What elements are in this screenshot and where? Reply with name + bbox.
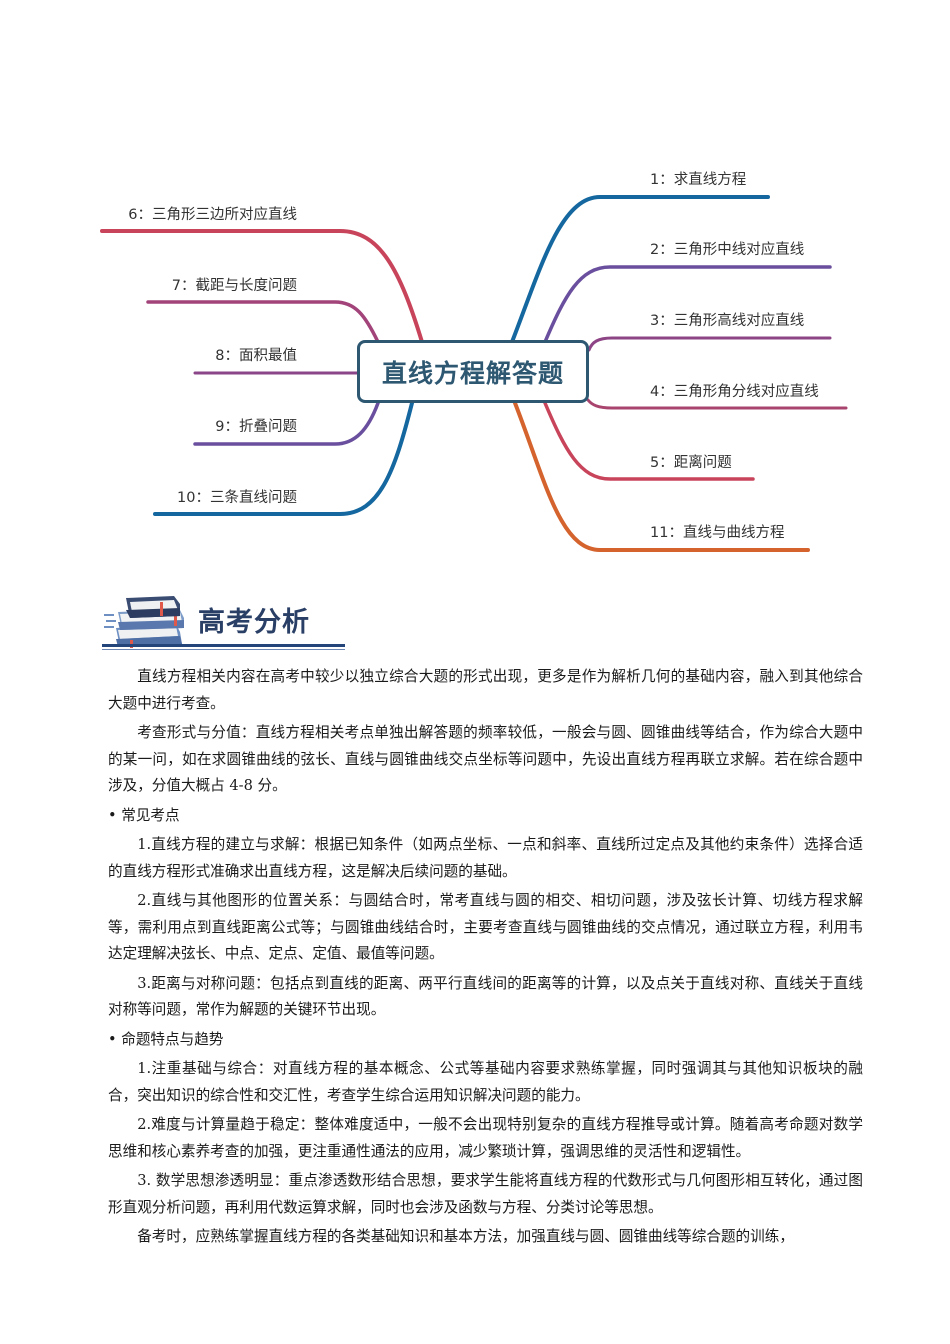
branch-line-9 (193, 401, 380, 446)
branch-label-5: 5：距离问题 (650, 455, 732, 471)
branch-label-10: 10：三条直线问题 (177, 490, 297, 506)
mind-map-center-node: 直线方程解答题 (357, 340, 589, 403)
analysis-body: 直线方程相关内容在高考中较少以独立综合大题的形式出现，更多是作为解析几何的基础内… (108, 664, 863, 1254)
branch-line-10 (153, 401, 414, 516)
common-point-2: 2.直线与其他图形的位置关系：与圆结合时，常考直线与圆的相交、相切问题，涉及弦长… (108, 892, 863, 962)
branch-line-4 (586, 398, 848, 410)
branch-line-1 (510, 195, 770, 344)
trend-1: 1.注重基础与综合：对直线方程的基本概念、公式等基础内容要求熟练掌握，同时强调其… (108, 1060, 863, 1104)
branch-label-2: 2：三角形中线对应直线 (650, 242, 805, 258)
common-point-1: 1.直线方程的建立与求解：根据已知条件（如两点坐标、一点和斜率、直线所过定点及其… (108, 836, 863, 880)
mind-map: 1：求直线方程 2：三角形中线对应直线 3：三角形高线对应直线 4：三角形角分线… (0, 0, 950, 580)
exam-form-paragraph: 考查形式与分值：直线方程相关考点单独出解答题的频率较低，一般会与圆、圆锥曲线等结… (108, 724, 863, 794)
branch-label-11: 11：直线与曲线方程 (650, 525, 785, 541)
intro-paragraph: 直线方程相关内容在高考中较少以独立综合大题的形式出现，更多是作为解析几何的基础内… (108, 668, 863, 712)
branch-label-4: 4：三角形角分线对应直线 (650, 384, 819, 400)
section-title: 高考分析 (198, 607, 310, 638)
branch-label-9: 9：折叠问题 (215, 419, 297, 435)
branch-label-3: 3：三角形高线对应直线 (650, 313, 805, 329)
branch-line-2 (543, 265, 832, 344)
section-underline (102, 644, 345, 647)
trend-2: 2.难度与计算量趋于稳定：整体难度适中，一般不会出现特别复杂的直线方程推导或计算… (108, 1116, 863, 1160)
branch-label-6: 6：三角形三边所对应直线 (128, 207, 297, 223)
section-underline-thin (102, 649, 345, 650)
bullet-trends: • 命题特点与趋势 (108, 1030, 224, 1048)
books-icon (104, 596, 184, 648)
branch-line-6 (100, 229, 424, 344)
bullet-common-points: • 常见考点 (108, 806, 180, 824)
branch-line-5 (543, 401, 755, 481)
closing-paragraph: 备考时，应熟练掌握直线方程的各类基础知识和基本方法，加强直线与圆、圆锥曲线等综合… (137, 1228, 794, 1245)
trend-3: 3. 数学思想渗透明显：重点渗透数形结合思想，要求学生能将直线方程的代数形式与几… (108, 1172, 863, 1216)
branch-label-7: 7：截距与长度问题 (171, 278, 297, 294)
branch-line-7 (146, 300, 380, 344)
mind-map-branches (100, 195, 848, 552)
common-point-3: 3.距离与对称问题：包括点到直线的距离、两平行直线间的距离等的计算，以及点关于直… (108, 974, 863, 1019)
mind-map-center-title: 直线方程解答题 (381, 358, 564, 388)
section-header: 高考分析 (100, 592, 345, 652)
branch-label-8: 8：面积最值 (215, 348, 297, 364)
branch-line-3 (587, 336, 832, 352)
branch-line-11 (513, 401, 810, 552)
branch-label-1: 1：求直线方程 (650, 172, 747, 188)
